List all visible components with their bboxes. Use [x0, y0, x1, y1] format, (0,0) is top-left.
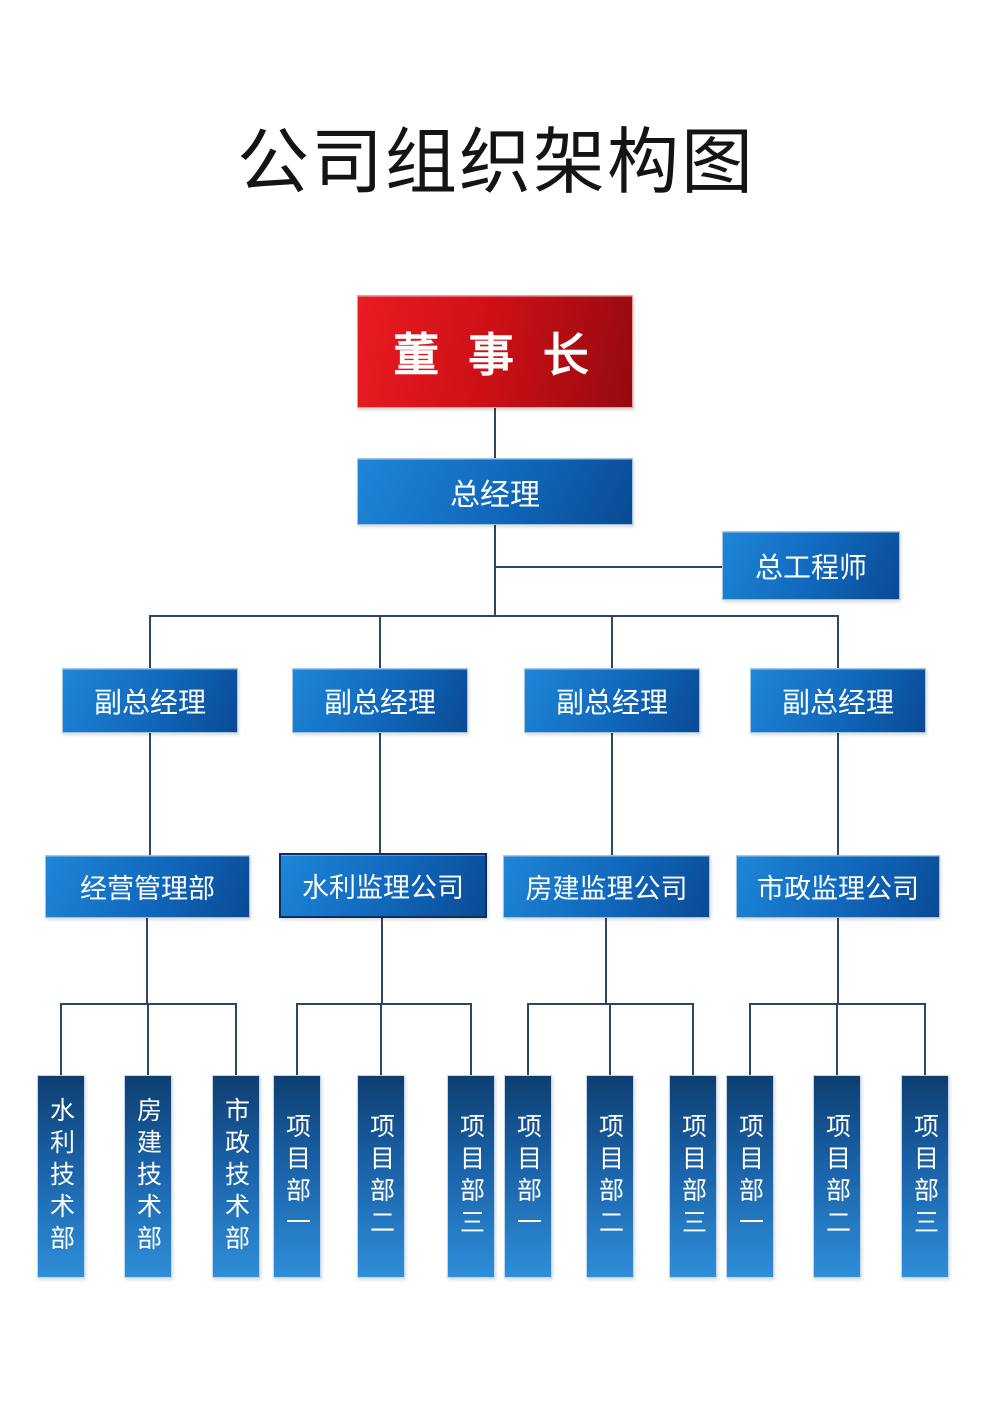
node-chairman-label: 董 事 长	[393, 328, 597, 381]
node-municipal-project-3-label: 项目部三	[910, 1112, 940, 1241]
node-general-manager-label: 总经理	[450, 478, 540, 512]
node-building-project-1: 项目部一	[504, 1075, 552, 1278]
connector-deputy-bus	[149, 615, 839, 617]
node-municipal-project-2: 项目部二	[813, 1075, 861, 1278]
node-dept-operations: 经营管理部	[45, 855, 250, 918]
node-water-project-2: 项目部二	[357, 1075, 405, 1278]
node-building-project-3: 项目部三	[669, 1075, 717, 1278]
connector-gm-stem	[494, 525, 496, 617]
node-deputy-gm-3: 副总经理	[524, 668, 700, 733]
node-general-manager: 总经理	[357, 458, 633, 525]
node-building-supervision-company: 房建监理公司	[503, 855, 710, 918]
connector-drop-g1-3	[235, 1003, 237, 1075]
connector-dept4-stem	[837, 918, 839, 1004]
connector-drop-deputy-2	[379, 615, 381, 668]
node-deputy-gm-3-label: 副总经理	[555, 686, 668, 718]
connector-deputy1-dept	[149, 733, 151, 855]
node-water-project-3: 项目部三	[447, 1075, 495, 1278]
connector-drop-g4-3	[924, 1003, 926, 1075]
node-building-tech-dept-label: 房建技术部	[133, 1096, 163, 1257]
node-chairman: 董 事 长	[357, 295, 633, 408]
connector-drop-deputy-3	[611, 615, 613, 668]
node-building-tech-dept: 房建技术部	[124, 1075, 172, 1278]
node-deputy-gm-2-label: 副总经理	[323, 686, 436, 718]
node-building-project-2-label: 项目部二	[595, 1112, 625, 1241]
node-deputy-gm-1-label: 副总经理	[93, 686, 206, 718]
connector-drop-deputy-4	[837, 615, 839, 668]
connector-drop-g4-2	[836, 1003, 838, 1075]
connector-drop-deputy-1	[149, 615, 151, 668]
node-water-tech-dept: 水利技术部	[37, 1075, 85, 1278]
connector-drop-g3-1	[527, 1003, 529, 1075]
connector-deputy4-dept	[837, 733, 839, 855]
node-water-project-2-label: 项目部二	[366, 1112, 396, 1241]
node-municipal-tech-dept-label: 市政技术部	[221, 1096, 251, 1257]
node-municipal-project-3: 项目部三	[901, 1075, 949, 1278]
connector-drop-g2-1	[296, 1003, 298, 1075]
connector-bus-group2	[296, 1003, 471, 1005]
node-municipal-project-2-label: 项目部二	[822, 1112, 852, 1241]
node-municipal-project-1-label: 项目部一	[735, 1112, 765, 1241]
chart-title: 公司组织架构图	[236, 120, 755, 204]
connector-drop-g1-1	[60, 1003, 62, 1075]
node-water-tech-dept-label: 水利技术部	[46, 1096, 76, 1257]
node-water-project-1-label: 项目部一	[282, 1112, 312, 1241]
node-building-project-1-label: 项目部一	[513, 1112, 543, 1241]
node-chief-engineer-label: 总工程师	[754, 551, 867, 583]
node-building-supervision-label: 房建监理公司	[525, 874, 688, 904]
connector-drop-g3-2	[609, 1003, 611, 1075]
node-municipal-tech-dept: 市政技术部	[212, 1075, 260, 1278]
connector-dept2-stem	[381, 918, 383, 1004]
connector-dept3-stem	[605, 918, 607, 1004]
connector-dept1-stem	[146, 918, 148, 1004]
node-water-supervision-company: 水利监理公司	[279, 853, 487, 918]
node-water-project-1: 项目部一	[273, 1075, 321, 1278]
node-water-project-3-label: 项目部三	[456, 1112, 486, 1241]
node-municipal-supervision-label: 市政监理公司	[757, 874, 919, 904]
connector-deputy2-dept	[379, 733, 381, 855]
node-chief-engineer: 总工程师	[722, 531, 900, 600]
node-building-project-3-label: 项目部三	[678, 1112, 708, 1241]
connector-deputy3-dept	[611, 733, 613, 855]
node-deputy-gm-4: 副总经理	[750, 668, 926, 733]
connector-drop-g2-3	[470, 1003, 472, 1075]
connector-drop-g2-2	[380, 1003, 382, 1075]
node-municipal-project-1: 项目部一	[726, 1075, 774, 1278]
connector-chairman-gm	[494, 408, 496, 458]
node-dept-operations-label: 经营管理部	[80, 874, 215, 904]
node-water-supervision-label: 水利监理公司	[302, 873, 464, 903]
connector-gm-chief-engineer	[495, 566, 722, 568]
connector-drop-g1-2	[147, 1003, 149, 1075]
connector-drop-g4-1	[749, 1003, 751, 1075]
node-municipal-supervision-company: 市政监理公司	[736, 855, 940, 918]
connector-drop-g3-3	[692, 1003, 694, 1075]
node-deputy-gm-2: 副总经理	[292, 668, 468, 733]
node-deputy-gm-1: 副总经理	[62, 668, 238, 733]
node-deputy-gm-4-label: 副总经理	[781, 686, 894, 718]
node-building-project-2: 项目部二	[586, 1075, 634, 1278]
